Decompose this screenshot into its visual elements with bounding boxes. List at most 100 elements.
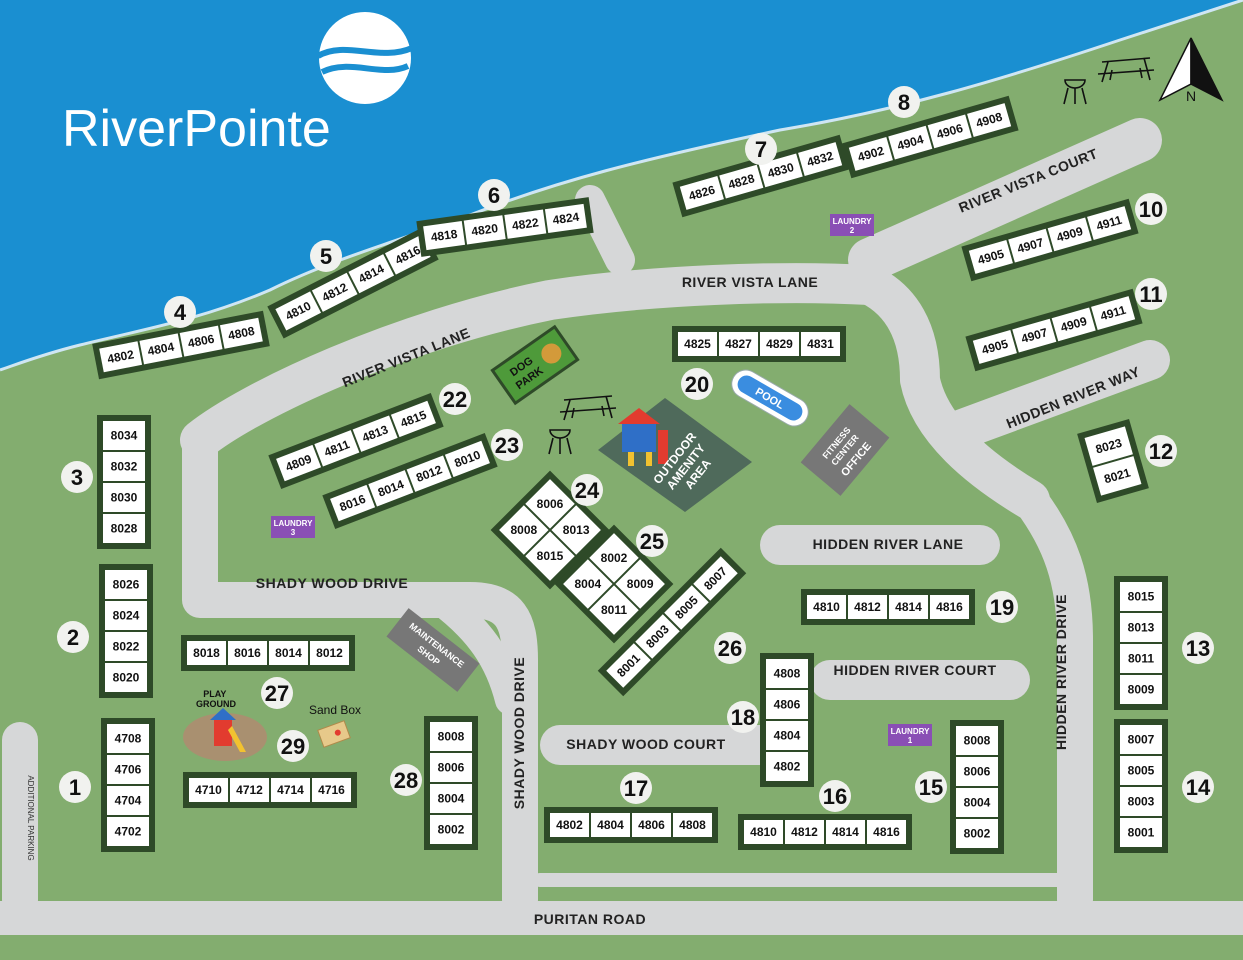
svg-text:17: 17 xyxy=(624,776,648,801)
svg-text:25: 25 xyxy=(640,529,664,554)
unit-cell xyxy=(1084,426,1133,466)
unit-cell xyxy=(1093,456,1142,496)
unit-cell xyxy=(107,724,149,753)
road-label-shady-wood-court: SHADY WOOD COURT xyxy=(566,736,725,752)
unit-number: 8020 xyxy=(113,671,140,685)
unit-cell xyxy=(107,817,149,846)
unit-cell xyxy=(368,470,414,507)
unit-cell xyxy=(189,778,228,802)
svg-text:24: 24 xyxy=(575,478,600,503)
unit-number: 4716 xyxy=(318,783,345,797)
svg-text:N: N xyxy=(1186,88,1196,104)
unit-cell xyxy=(103,514,145,543)
svg-text:14: 14 xyxy=(1186,775,1211,800)
unit-number: 8008 xyxy=(438,730,465,744)
unit-number: 8001 xyxy=(1128,826,1155,840)
unit-cell xyxy=(1008,228,1053,263)
unit-cell xyxy=(1012,318,1057,353)
unit-number: 8028 xyxy=(111,522,138,536)
svg-text:3: 3 xyxy=(291,528,296,537)
unit-number: 8012 xyxy=(316,646,343,660)
building-number-16: 16 xyxy=(819,780,851,812)
svg-text:11: 11 xyxy=(1139,282,1162,307)
unit-cell xyxy=(1120,818,1162,847)
unit-number: 8006 xyxy=(438,761,465,775)
road-network xyxy=(0,118,1243,935)
unit-cell xyxy=(390,400,436,438)
building-number-27: 27 xyxy=(261,677,293,709)
unit-number: 8022 xyxy=(113,640,140,654)
unit-number: 8030 xyxy=(111,491,138,505)
unit-number: 8032 xyxy=(111,460,138,474)
unit-number: 8014 xyxy=(275,646,302,660)
road-label-hidden-river-court: HIDDEN RIVER COURT xyxy=(833,662,996,678)
unit-cell xyxy=(889,595,928,619)
unit-cell xyxy=(1120,756,1162,785)
unit-number: 4831 xyxy=(807,337,834,351)
unit-cell xyxy=(103,483,145,512)
road-label-additional-parking: ADDITIONAL PARKING xyxy=(26,775,35,860)
unit-cell xyxy=(606,643,651,688)
unit-number: 8011 xyxy=(1128,652,1154,666)
unit-cell xyxy=(444,440,490,478)
unit-number: 4812 xyxy=(854,600,881,614)
unit-cell xyxy=(269,641,308,665)
building-number-29: 29 xyxy=(277,730,309,762)
building-number-20: 20 xyxy=(681,368,713,400)
unit-number: 4812 xyxy=(791,825,818,839)
unit-cell xyxy=(930,595,969,619)
unit-number: 8004 xyxy=(964,796,991,810)
picnic-table-icon xyxy=(1097,57,1155,83)
unit-cell xyxy=(766,659,808,688)
svg-text:10: 10 xyxy=(1139,197,1163,222)
unit-cell xyxy=(1047,217,1092,252)
unit-cell xyxy=(785,820,824,844)
unit-cell xyxy=(230,778,269,802)
building-number-3: 3 xyxy=(61,461,93,493)
unit-cell xyxy=(956,757,998,786)
unit-cell xyxy=(105,601,147,630)
building-number-10: 10 xyxy=(1135,193,1167,225)
svg-text:4: 4 xyxy=(174,300,187,325)
unit-cell xyxy=(219,317,263,349)
svg-text:3: 3 xyxy=(71,465,83,490)
unit-cell xyxy=(187,641,226,665)
unit-number: 4825 xyxy=(684,337,711,351)
svg-text:LAUNDRY: LAUNDRY xyxy=(891,727,930,736)
unit-cell xyxy=(1120,675,1162,704)
unit-cell xyxy=(635,614,680,659)
unit-number: 8015 xyxy=(1128,590,1155,604)
unit-cell xyxy=(678,332,717,356)
unit-number: 8005 xyxy=(1128,764,1155,778)
unit-cell xyxy=(103,452,145,481)
unit-cell xyxy=(807,595,846,619)
unit-cell xyxy=(348,254,395,294)
unit-cell xyxy=(406,455,452,492)
unit-number: 4804 xyxy=(597,818,624,832)
unit-cell xyxy=(801,332,840,356)
unit-cell xyxy=(766,721,808,750)
unit-cell xyxy=(311,272,358,312)
unit-cell xyxy=(139,333,183,365)
fitness-office-building: FITNESS CENTER OFFICE xyxy=(800,404,890,496)
road-label-hidden-river-lane: HIDDEN RIVER LANE xyxy=(813,536,964,552)
unit-number: 8004 xyxy=(438,792,465,806)
unit-cell xyxy=(693,556,738,601)
unit-cell xyxy=(352,415,398,452)
svg-text:18: 18 xyxy=(731,705,755,730)
grill-icon xyxy=(548,429,572,455)
unit-cell xyxy=(384,235,431,275)
